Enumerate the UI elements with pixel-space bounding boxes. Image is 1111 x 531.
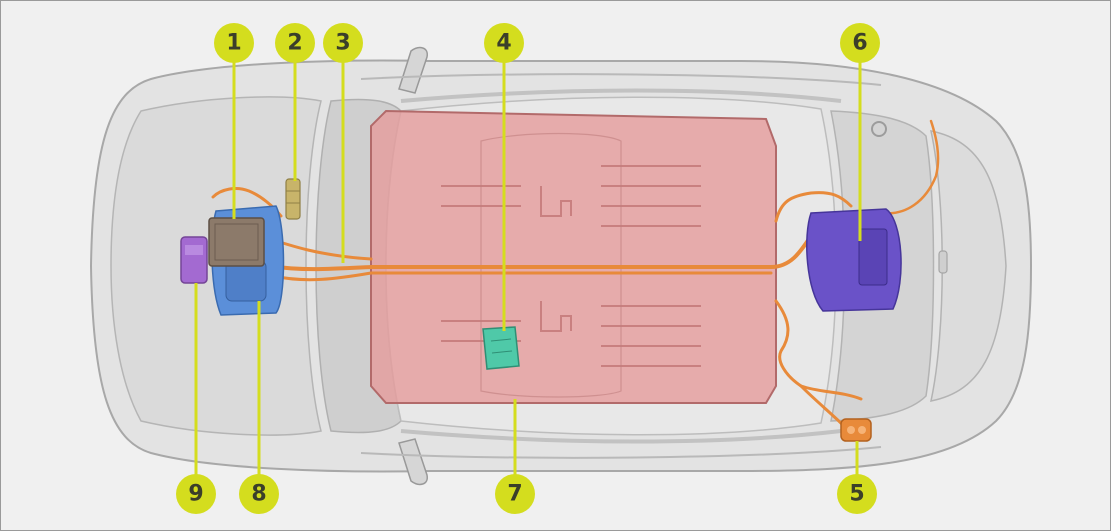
- charger-module: [482, 326, 520, 370]
- callout-7-label: 7: [507, 482, 522, 507]
- sill-top: [360, 73, 882, 86]
- battery-pack: [370, 109, 777, 404]
- rear-emblem: [871, 121, 887, 137]
- power-electronics: [208, 217, 265, 267]
- hv-main-cable-2: [271, 271, 773, 282]
- hv-rear-right: [774, 299, 863, 401]
- mirror-right: [398, 438, 428, 486]
- battery-frame-ghost: [480, 132, 622, 398]
- car-rear-deck: [930, 130, 1007, 402]
- leader-lines: [194, 59, 862, 477]
- fuse-box: [285, 178, 301, 220]
- callout-8: 8: [239, 474, 279, 514]
- callout-1-label: 1: [226, 31, 241, 56]
- callout-6: 6: [840, 23, 880, 63]
- callout-2: 2: [275, 23, 315, 63]
- battery-pack-body: [370, 109, 777, 404]
- callout-2-label: 2: [287, 31, 302, 56]
- roof-rail-bottom: [400, 429, 842, 444]
- callout-5-label: 5: [849, 482, 864, 507]
- hv-rear-aux: [879, 119, 940, 215]
- callout-1: 1: [214, 23, 254, 63]
- sill-bottom: [360, 446, 882, 459]
- charging-port: [840, 418, 872, 442]
- roof-rail-top: [400, 88, 842, 103]
- callout-3: 3: [323, 23, 363, 63]
- callouts: 1 2 3 4 6 9 8 7: [176, 23, 880, 514]
- callout-7: 7: [495, 474, 535, 514]
- callout-8-label: 8: [251, 482, 266, 507]
- hv-main-cable: [269, 234, 813, 272]
- junction-box: [180, 236, 208, 284]
- callout-5: 5: [837, 474, 877, 514]
- rear-motor: [806, 208, 902, 312]
- callout-4-label: 4: [496, 31, 511, 56]
- rear-handle: [938, 250, 948, 274]
- callout-4: 4: [484, 23, 524, 63]
- hv-cabling: [211, 119, 940, 438]
- callout-9: 9: [176, 474, 216, 514]
- callout-9-label: 9: [188, 482, 203, 507]
- callout-6-label: 6: [852, 31, 867, 56]
- callout-3-label: 3: [335, 31, 350, 56]
- hv-rear-left: [774, 191, 853, 223]
- mirror-left: [398, 46, 428, 94]
